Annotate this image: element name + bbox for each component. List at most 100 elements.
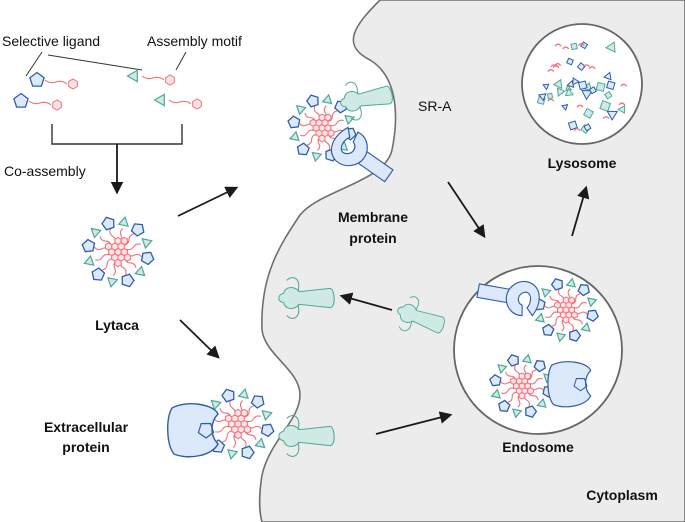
motif-hexagon <box>324 113 332 122</box>
ligand-pentagon <box>296 142 310 156</box>
ligand-pentagon <box>101 216 115 231</box>
lytaca-endosome-2 <box>489 353 555 419</box>
label-lysosome: Lysosome <box>548 155 617 171</box>
ligand-triangle <box>534 312 545 323</box>
fragment <box>588 66 596 70</box>
co-assembly-bracket <box>51 124 183 145</box>
fragment <box>599 100 612 112</box>
ligand-triangle <box>254 437 266 449</box>
ligand-triangle <box>344 114 356 126</box>
arrow-to-membrane <box>177 186 239 217</box>
fragment <box>588 86 597 95</box>
motif-hexagon <box>68 78 78 90</box>
receptor-lobes <box>398 296 419 332</box>
fragment <box>573 128 581 132</box>
linker-chain <box>215 425 230 433</box>
monomer-legend <box>25 51 187 195</box>
protein-pocket <box>197 422 215 439</box>
fragment <box>537 93 547 102</box>
monomers-group <box>13 69 202 111</box>
label-cytoplasm: Cytoplasm <box>586 487 658 503</box>
fragment <box>566 79 575 89</box>
ligand-pentagon <box>29 71 45 87</box>
motif-hexagon <box>120 236 128 246</box>
ligand-triangle <box>555 332 567 343</box>
endosome-membrane-protein <box>476 281 540 317</box>
ligand-triangle <box>134 265 146 277</box>
linker-chain <box>123 233 135 246</box>
linker-chain <box>573 302 587 309</box>
receptor-body <box>278 425 335 447</box>
fragment <box>547 98 555 102</box>
motif-hexagon <box>123 253 132 262</box>
ligand-triangle <box>497 364 508 375</box>
motif-hexagon <box>318 134 326 143</box>
ligand-triangle <box>83 254 95 266</box>
label-lytaca: Lytaca <box>95 317 139 333</box>
ligand-triangle <box>521 353 533 364</box>
sr-a-receptor-top <box>340 81 393 121</box>
fragment <box>546 92 554 100</box>
linker-chain <box>551 315 561 327</box>
fragment <box>561 103 569 111</box>
motif-hexagon <box>240 408 248 418</box>
ligand-pentagon <box>287 115 301 129</box>
lytaca-endosome-1 <box>533 277 599 343</box>
ligand-pentagon <box>13 92 29 108</box>
ligand-pentagon <box>525 405 538 418</box>
receptor-lobes <box>286 415 300 457</box>
ligand-triangle <box>261 410 273 422</box>
motif-hexagon <box>527 387 534 395</box>
fragment <box>550 64 558 68</box>
motif-hexagon <box>568 296 575 304</box>
linker-chain <box>126 243 141 251</box>
ligand-triangle <box>511 408 523 419</box>
label-selective-ligand: Selective ligand <box>2 33 100 49</box>
fragment <box>572 77 580 86</box>
ligand-pentagon <box>533 360 546 373</box>
ligand-pentagon <box>121 273 135 288</box>
sr-a-receptor-bottom <box>278 415 335 457</box>
fragment <box>582 64 590 68</box>
protein-head <box>505 281 540 317</box>
ligand-triangle <box>210 399 222 411</box>
label-assembly-motif: Assembly motif <box>147 33 242 49</box>
linker-chain <box>246 415 261 423</box>
fragment <box>581 89 593 101</box>
ligand-pentagon <box>498 399 511 412</box>
fragment <box>542 83 550 91</box>
ligand-pentagon <box>542 323 555 336</box>
ligand-triangle <box>536 397 547 408</box>
fragment <box>603 71 612 81</box>
linker-chain <box>168 99 192 105</box>
motif-hexagon <box>562 296 570 304</box>
fragment <box>606 110 619 121</box>
fragment <box>605 80 616 91</box>
sr-a-receptor-free <box>278 277 335 319</box>
ligand-triangle <box>580 321 591 332</box>
motif-hexagon <box>327 129 335 138</box>
monomer <box>126 69 175 86</box>
fragment <box>564 87 575 97</box>
label-endosome: Endosome <box>502 439 574 455</box>
ligand-triangle <box>90 227 102 239</box>
motif-hexagon <box>224 414 233 423</box>
linker-chain <box>501 387 515 394</box>
motif-hexagon <box>192 98 202 110</box>
motif-hexagon <box>562 316 570 324</box>
ligand-pentagon <box>305 94 319 108</box>
label-co-assembly: Co-assembly <box>4 163 86 179</box>
linker-chain <box>507 391 517 403</box>
motif-hexagon <box>571 311 578 319</box>
endosome-extracellular-protein <box>547 361 592 408</box>
linker-chain <box>327 110 338 123</box>
arrow-to-extracellular <box>179 319 220 359</box>
arrow-membrane-to-endosome <box>447 181 486 239</box>
fragment <box>566 57 574 66</box>
ligand-pentagon <box>221 388 235 403</box>
label-extracellular-line1: Extracellular <box>44 419 129 435</box>
flow-arrows <box>177 181 590 435</box>
fragment <box>576 104 584 108</box>
assemblies-group <box>81 81 599 460</box>
motif-hexagon <box>510 377 517 385</box>
